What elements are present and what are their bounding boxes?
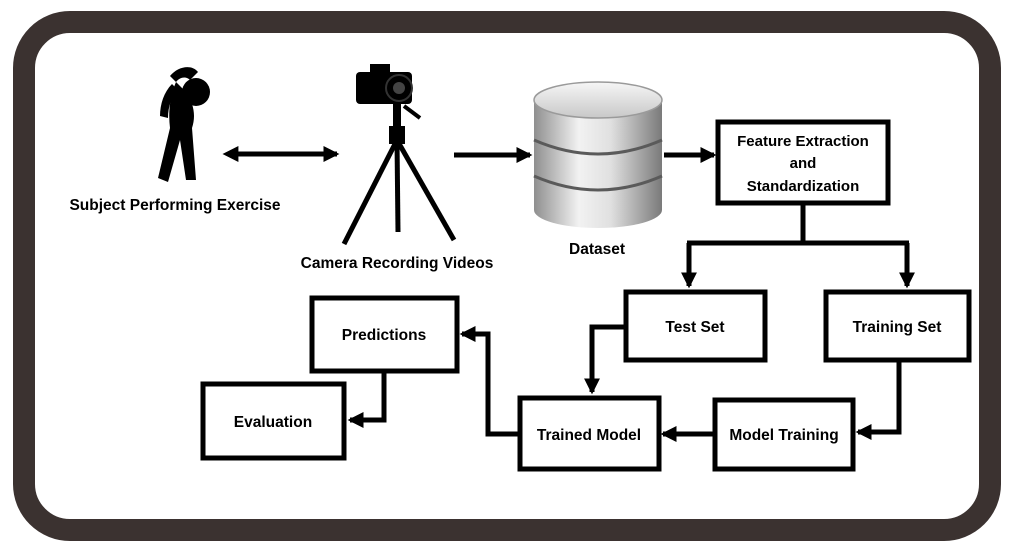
- evaluation-label: Evaluation: [234, 414, 312, 431]
- test-to-trained-arrow: [583, 324, 626, 395]
- camera-on-tripod-icon: [341, 64, 457, 246]
- trained-to-predictions-arrow: [459, 325, 520, 437]
- training-to-model-training-arrow: [855, 360, 902, 441]
- database-cylinder-icon: [533, 81, 663, 228]
- evaluation-box: [200, 381, 347, 461]
- trained-model-label: Trained Model: [537, 427, 641, 444]
- feature-extraction-line-3: Standardization: [747, 178, 860, 195]
- predictions-label: Predictions: [342, 327, 426, 344]
- dataset-label: Dataset: [569, 241, 625, 258]
- feature-extraction-line-1: Feature Extraction: [737, 133, 869, 150]
- subject-label: Subject Performing Exercise: [69, 197, 280, 214]
- training-set-label: Training Set: [853, 319, 942, 336]
- predictions-to-evaluation-arrow: [347, 371, 387, 429]
- model-training-label: Model Training: [729, 427, 838, 444]
- trained-model-box: [517, 395, 662, 472]
- feature-extraction-line-2: and: [790, 155, 817, 172]
- test-set-label: Test Set: [665, 319, 724, 336]
- feature-extraction-box: [715, 119, 891, 206]
- person-stretching-icon: [158, 67, 210, 182]
- camera-label: Camera Recording Videos: [301, 255, 494, 272]
- training-set-box: [823, 289, 972, 363]
- split-connector: [680, 203, 916, 289]
